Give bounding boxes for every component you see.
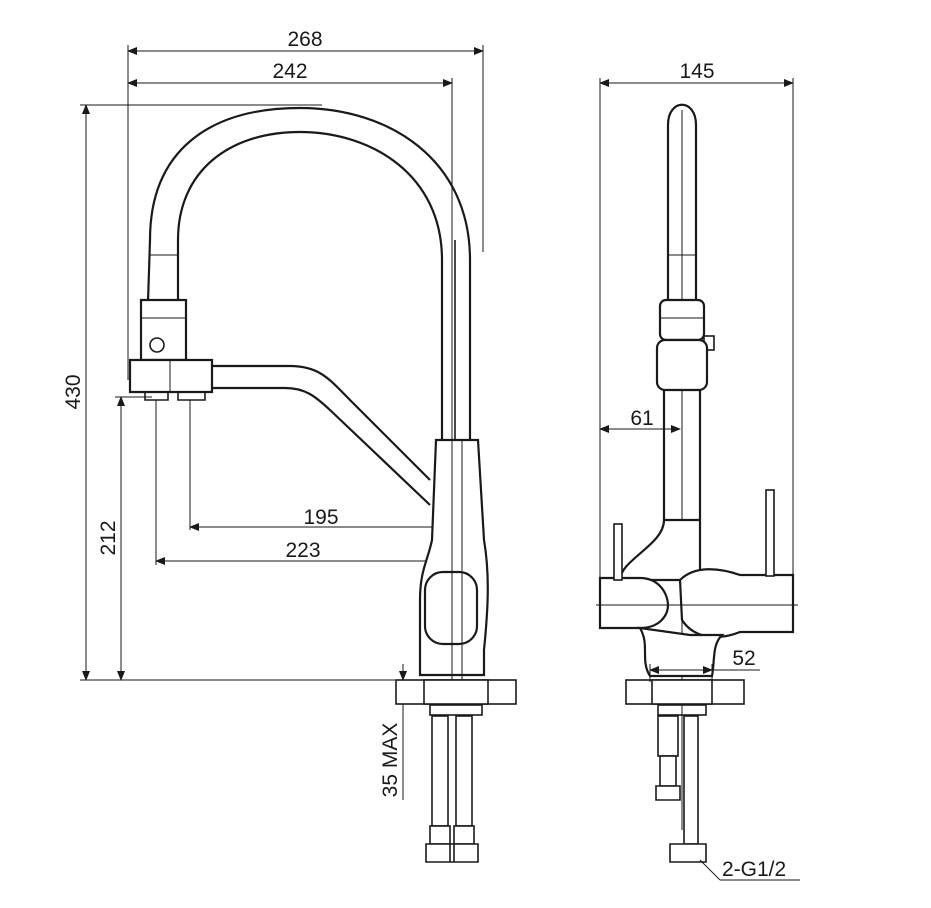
side-hose — [683, 715, 699, 845]
spout-outer — [146, 106, 472, 440]
side-handle-left — [598, 576, 670, 630]
dim-145: 145 — [679, 60, 714, 83]
dim-223: 223 — [285, 539, 320, 562]
hose-left — [431, 715, 449, 827]
dim-52: 52 — [732, 647, 755, 670]
handle-left — [423, 570, 479, 646]
side-spout — [666, 103, 698, 300]
front-view: 268 242 430 212 195 223 — [62, 28, 517, 863]
dim-268: 268 — [287, 28, 322, 51]
hose-right — [455, 715, 473, 827]
side-view: 145 61 52 — [596, 60, 800, 881]
dim-61: 61 — [630, 407, 653, 430]
dim-195: 195 — [303, 506, 338, 529]
side-handle-right — [678, 568, 795, 638]
spout-inner — [176, 130, 444, 440]
secondary-spout-top — [212, 364, 431, 481]
dim-35-max: 35 MAX — [379, 723, 402, 798]
dim-430: 430 — [62, 374, 85, 409]
dim-212: 212 — [97, 520, 120, 555]
dim-242: 242 — [272, 60, 307, 83]
connector-label: 2-G1/2 — [722, 858, 786, 881]
